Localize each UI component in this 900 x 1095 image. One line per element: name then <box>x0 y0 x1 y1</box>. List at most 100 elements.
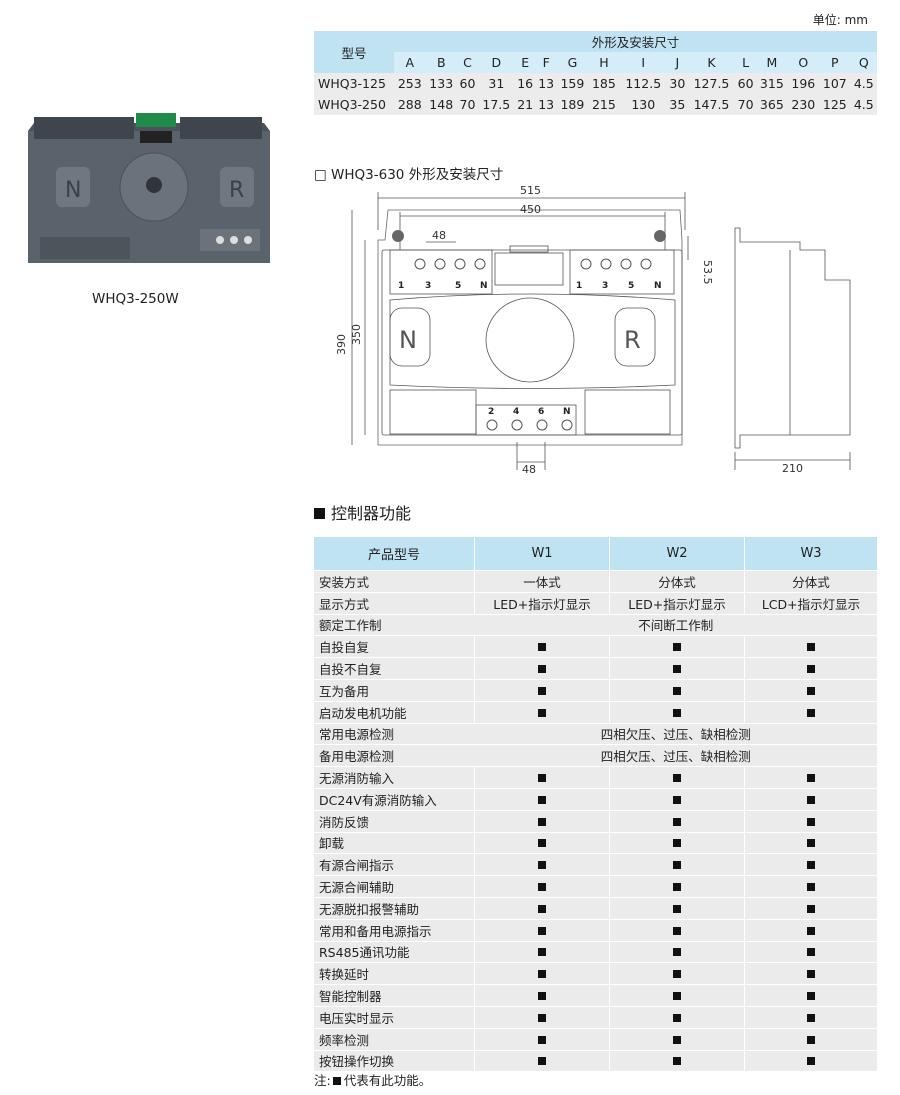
dims-row-model: WHQ3-125 <box>314 73 394 94</box>
dims-cell: 16 <box>514 73 536 94</box>
section-square-icon <box>314 508 325 519</box>
func-cell-mark <box>609 701 745 724</box>
terminal-label: 3 <box>602 281 608 291</box>
dims-cell: 21 <box>514 94 536 115</box>
func-header-w2: W2 <box>609 537 745 571</box>
dims-cell: 230 <box>787 94 820 115</box>
dims-row-model: WHQ3-250 <box>314 94 394 115</box>
dims-col-h: H <box>588 52 620 73</box>
func-row-label: 安装方式 <box>314 570 475 593</box>
function-mark-icon <box>807 948 815 957</box>
func-cell-mark <box>744 897 877 920</box>
function-mark-icon <box>673 817 681 826</box>
footnote-prefix: 注: <box>314 1073 331 1088</box>
dims-col-l: L <box>735 52 757 73</box>
function-mark-icon <box>673 708 681 717</box>
func-cell-text: LED+指示灯显示 <box>474 592 610 615</box>
func-header-w1: W1 <box>474 537 610 571</box>
dims-col-c: C <box>456 52 478 73</box>
func-row: 卸载 <box>314 832 877 855</box>
dims-cell: 60 <box>735 73 757 94</box>
switch-illustration: N R <box>28 113 270 263</box>
terminal-label: N <box>654 281 662 291</box>
func-row: 自投不自复 <box>314 657 877 680</box>
function-mark-icon <box>538 708 546 717</box>
terminal-label: 1 <box>576 281 582 291</box>
function-mark-icon <box>673 686 681 695</box>
function-mark-icon <box>673 665 681 674</box>
function-mark-icon <box>538 992 546 1001</box>
func-row-label: 启动发电机功能 <box>314 701 475 724</box>
function-mark-icon <box>538 795 546 804</box>
func-cell-mark <box>474 788 610 811</box>
dims-cell: 147.5 <box>687 94 736 115</box>
dims-col-k: K <box>687 52 736 73</box>
dims-col-e: E <box>514 52 536 73</box>
func-cell-mark <box>744 941 877 964</box>
func-cell-mark <box>744 853 877 877</box>
func-cell-text: LED+指示灯显示 <box>609 592 745 615</box>
drawing-title: □ WHQ3-630 外形及安装尺寸 <box>314 167 504 183</box>
function-mark-icon <box>538 665 546 674</box>
func-cell-mark <box>744 679 877 702</box>
function-mark-icon <box>673 1035 681 1044</box>
function-mark-icon <box>538 1057 546 1066</box>
function-mark-icon <box>673 643 681 652</box>
func-row: 额定工作制不间断工作制 <box>314 614 877 637</box>
function-mark-icon <box>332 1077 341 1085</box>
func-cell-mark <box>609 657 745 680</box>
dims-col-m: M <box>756 52 788 73</box>
func-cell-mark <box>474 875 610 898</box>
dims-cell: 159 <box>556 73 589 94</box>
svg-text:R: R <box>229 178 244 203</box>
func-cell-text: 分体式 <box>744 570 877 593</box>
dims-cell: 70 <box>456 94 478 115</box>
dims-cell: 196 <box>787 73 820 94</box>
func-row: 无源脱扣报警辅助 <box>314 897 877 920</box>
dims-cell: 127.5 <box>687 73 736 94</box>
func-row-label: 频率检测 <box>314 1028 475 1051</box>
function-mark-icon <box>538 774 546 783</box>
function-mark-icon <box>673 861 681 870</box>
terminal-label: 5 <box>628 281 634 291</box>
func-cell-mark <box>474 679 610 702</box>
function-mark-icon <box>673 948 681 957</box>
func-row-label: 卸载 <box>314 832 475 855</box>
dims-cell: 133 <box>425 73 457 94</box>
func-cell-mark <box>474 766 610 789</box>
func-row: 无源合闸辅助 <box>314 875 877 898</box>
func-row-label: 备用电源检测 <box>314 744 475 768</box>
dims-cell: 112.5 <box>619 73 667 94</box>
function-mark-icon <box>538 861 546 870</box>
dims-cell: 185 <box>588 73 620 94</box>
func-cell-mark <box>609 984 745 1007</box>
func-cell-mark <box>609 897 745 920</box>
func-cell-mark <box>744 701 877 724</box>
dims-col-q: Q <box>850 52 877 73</box>
dim-350: 350 <box>350 324 363 345</box>
function-mark-icon <box>538 643 546 652</box>
section-title-text: 控制器功能 <box>331 504 412 523</box>
terminal-label: 2 <box>488 407 494 417</box>
func-row-label: 电压实时显示 <box>314 1006 475 1029</box>
dims-cell: 253 <box>394 73 426 94</box>
function-mark-icon <box>807 970 815 979</box>
function-mark-icon <box>538 948 546 957</box>
func-row: 智能控制器 <box>314 984 877 1007</box>
func-cell-mark <box>474 657 610 680</box>
function-mark-icon <box>807 839 815 848</box>
terminal-label: N <box>563 407 571 417</box>
func-row: 备用电源检测四相欠压、过压、缺相检测 <box>314 744 877 768</box>
func-cell-mark <box>474 810 610 833</box>
function-mark-icon <box>538 1035 546 1044</box>
dims-cell: 215 <box>588 94 620 115</box>
func-row-span-value: 四相欠压、过压、缺相检测 <box>474 723 877 746</box>
func-cell-mark <box>474 1006 610 1029</box>
func-cell-mark <box>744 635 877 659</box>
func-row-label: 自投自复 <box>314 635 475 659</box>
function-mark-icon <box>673 774 681 783</box>
function-mark-icon <box>538 970 546 979</box>
